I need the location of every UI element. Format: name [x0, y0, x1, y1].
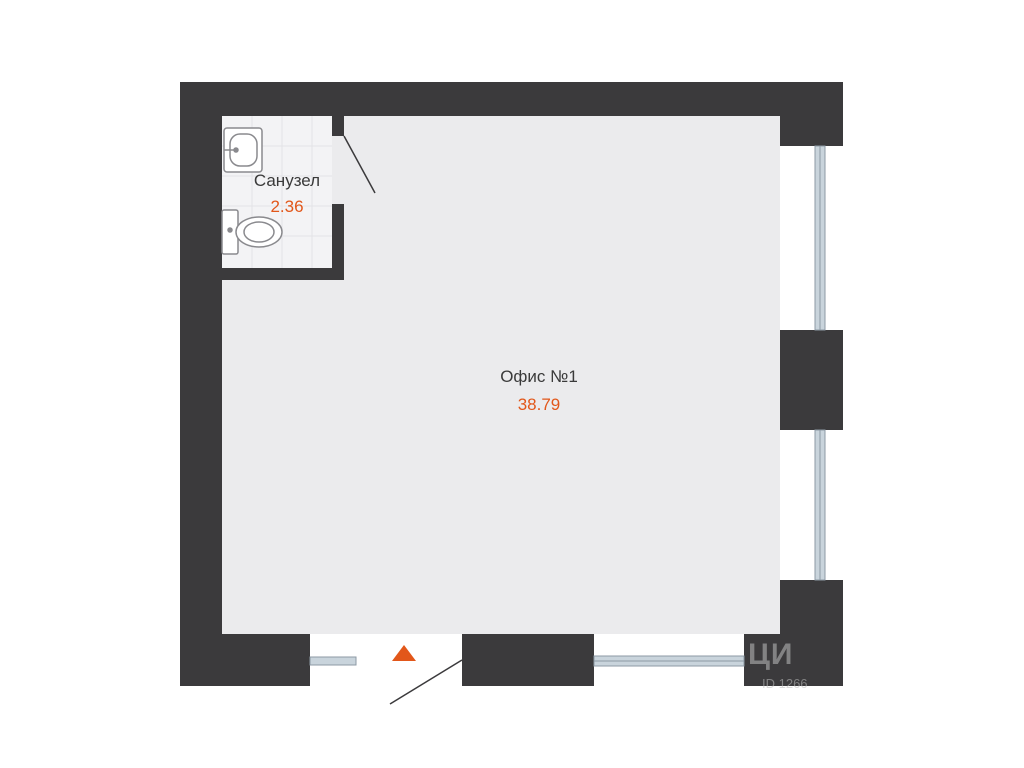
toilet-icon — [221, 209, 283, 255]
watermark-brand: ЦИ — [748, 638, 794, 671]
watermark-id: ID 1266 — [762, 676, 808, 691]
window-right-lower — [780, 429, 843, 581]
window-right-upper — [780, 145, 843, 331]
bathroom-door — [343, 135, 376, 194]
window-bottom — [593, 634, 745, 686]
entrance-door — [389, 659, 463, 705]
office-area: 38.79 — [517, 395, 561, 414]
entrance-threshold — [309, 656, 357, 666]
bathroom-name: Санузел — [253, 171, 321, 190]
bathroom-wall-vertical-upper — [332, 116, 344, 136]
entrance-triangle-icon — [392, 645, 416, 661]
office-label: Офис №1 38.79 — [500, 366, 578, 416]
bathroom-wall-horizontal — [222, 268, 344, 280]
office-name: Офис №1 — [500, 367, 578, 386]
bathroom-label: Санузел 2.36 — [254, 170, 320, 218]
bathroom-area: 2.36 — [270, 197, 304, 216]
bathroom-wall-vertical-lower — [332, 204, 344, 280]
sink-icon — [223, 127, 263, 173]
